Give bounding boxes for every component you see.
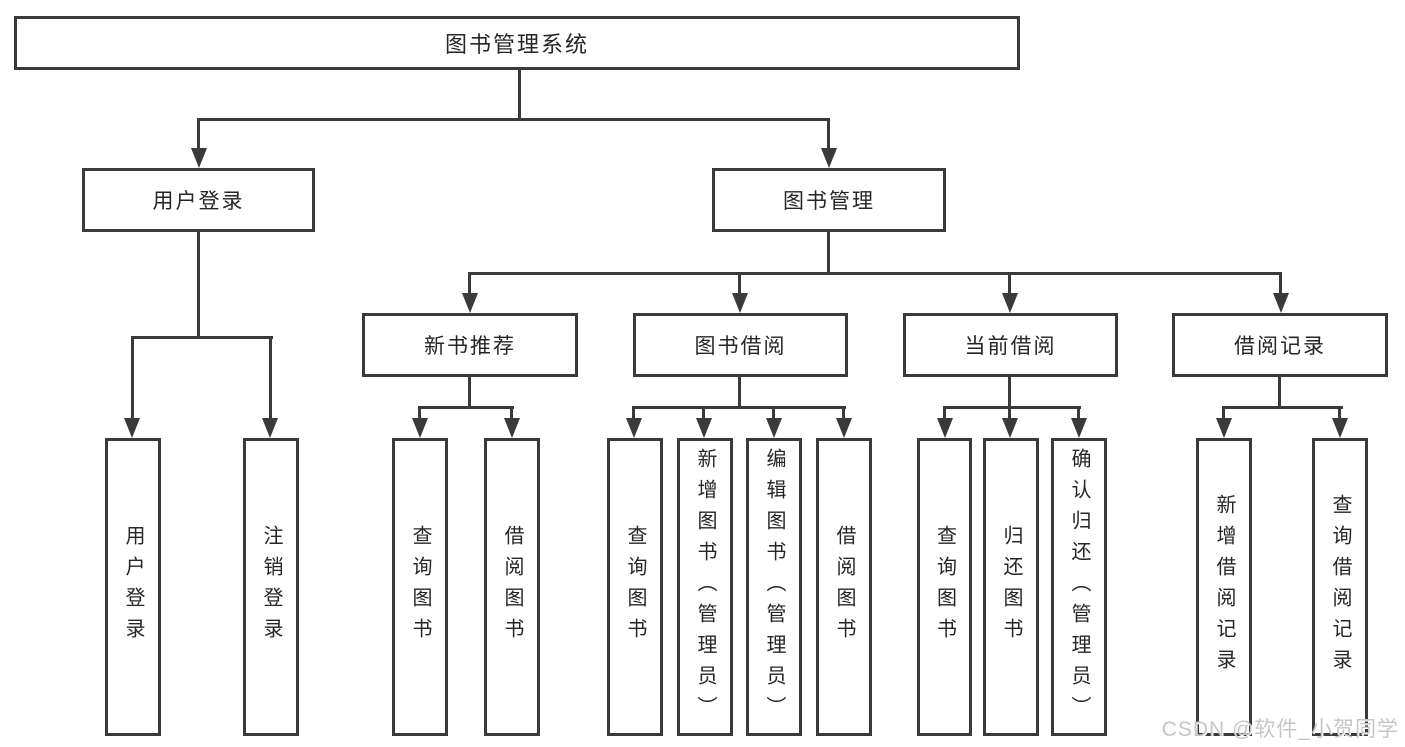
arrowhead-borrow-records <box>1273 293 1289 313</box>
connector-bb-stub-4 <box>842 406 845 422</box>
arrowhead-nb-query <box>412 418 428 438</box>
leaf-br-query-record-label: 查询借阅记录 <box>1329 494 1351 680</box>
arrowhead-nb-borrow <box>504 418 520 438</box>
node-current-borrow-label: 当前借阅 <box>964 335 1057 358</box>
connector-login-branch <box>131 336 273 339</box>
connector-root-branch <box>197 118 830 121</box>
leaf-cb-confirm-return-admin-label: 确认归还（管理员） <box>1068 447 1090 727</box>
connector-nb-branch <box>418 406 514 409</box>
arrowhead-bb-edit <box>766 418 782 438</box>
leaf-br-add-record: 新增借阅记录 <box>1196 438 1252 736</box>
connector-nb-stem <box>468 377 471 409</box>
arrowhead-book-management <box>821 148 837 168</box>
node-borrow-records-label: 借阅记录 <box>1234 335 1326 358</box>
leaf-cb-return-books: 归还图书 <box>983 438 1039 736</box>
arrowhead-bb-add <box>696 418 712 438</box>
leaf-logout-login-label: 注销登录 <box>260 525 282 649</box>
connector-root-stem <box>518 70 521 120</box>
leaf-cb-query-books: 查询图书 <box>917 438 972 736</box>
connector-login-stem <box>197 232 200 339</box>
leaf-bb-edit-books-admin: 编辑图书（管理员） <box>746 438 802 736</box>
arrowhead-bb-borrow <box>836 418 852 438</box>
arrowhead-current-borrow <box>1002 293 1018 313</box>
leaf-cb-confirm-return-admin: 确认归还（管理员） <box>1051 438 1107 736</box>
node-root-label: 图书管理系统 <box>444 32 589 57</box>
arrowhead-cb-return <box>1002 418 1018 438</box>
node-root-library-system: 图书管理系统 <box>14 16 1020 70</box>
leaf-cb-query-books-label: 查询图书 <box>933 525 956 649</box>
node-book-borrow-label: 图书借阅 <box>694 335 787 358</box>
connector-root-stub-left <box>197 118 200 152</box>
connector-login-stub-1 <box>131 336 134 422</box>
connector-login-stub-2 <box>269 336 272 422</box>
node-new-book-recommend-label: 新书推荐 <box>424 335 516 358</box>
leaf-user-login: 用户登录 <box>105 438 161 736</box>
arrowhead-leaf-logout <box>262 418 278 438</box>
connector-cb-branch <box>943 406 1081 409</box>
node-current-borrow: 当前借阅 <box>903 313 1118 377</box>
leaf-bb-borrow-books-label: 借阅图书 <box>833 525 855 649</box>
connector-bb-stub-3 <box>772 406 775 422</box>
connector-bb-branch <box>632 406 846 409</box>
connector-bb-stub-2 <box>702 406 705 422</box>
connector-mgmt-stem <box>827 232 830 275</box>
connector-nb-stub-2 <box>510 406 513 422</box>
connector-br-branch <box>1222 406 1343 409</box>
arrowhead-bb-query <box>626 418 642 438</box>
leaf-br-add-record-label: 新增借阅记录 <box>1213 494 1235 680</box>
connector-cb-stub-2 <box>1008 406 1011 422</box>
arrowhead-book-borrow <box>732 293 748 313</box>
leaf-nb-borrow-books: 借阅图书 <box>484 438 540 736</box>
leaf-nb-borrow-books-label: 借阅图书 <box>501 525 523 649</box>
connector-mgmt-stub-4 <box>1279 272 1282 297</box>
connector-mgmt-stub-2 <box>738 272 741 297</box>
connector-br-stub-2 <box>1338 406 1341 422</box>
leaf-nb-query-books-label: 查询图书 <box>409 525 431 649</box>
leaf-logout-login: 注销登录 <box>243 438 299 736</box>
arrowhead-br-query <box>1332 418 1348 438</box>
connector-mgmt-stub-3 <box>1008 272 1011 297</box>
arrowhead-leaf-user-login <box>124 418 140 438</box>
leaf-br-query-record: 查询借阅记录 <box>1312 438 1368 736</box>
node-user-login: 用户登录 <box>82 168 315 232</box>
connector-mgmt-stub-1 <box>468 272 471 297</box>
arrowhead-cb-query <box>937 418 953 438</box>
connector-root-stub-right <box>827 118 830 152</box>
csdn-watermark: CSDN @软件_小贺同学 <box>1161 718 1399 741</box>
connector-br-stub-1 <box>1222 406 1225 422</box>
leaf-bb-add-books-admin-label: 新增图书（管理员） <box>694 447 716 727</box>
connector-cb-stub-3 <box>1077 406 1080 422</box>
leaf-nb-query-books: 查询图书 <box>392 438 448 736</box>
arrowhead-user-login <box>191 148 207 168</box>
node-book-borrow: 图书借阅 <box>633 313 848 377</box>
leaf-bb-borrow-books: 借阅图书 <box>816 438 872 736</box>
leaf-bb-edit-books-admin-label: 编辑图书（管理员） <box>763 447 785 727</box>
leaf-bb-add-books-admin: 新增图书（管理员） <box>677 438 733 736</box>
connector-nb-stub-1 <box>418 406 421 422</box>
node-user-login-label: 用户登录 <box>152 190 245 213</box>
connector-cb-stub-1 <box>943 406 946 422</box>
node-new-book-recommend: 新书推荐 <box>362 313 578 377</box>
arrowhead-br-add <box>1216 418 1232 438</box>
connector-bb-stub-1 <box>632 406 635 422</box>
connector-br-stem <box>1278 377 1281 409</box>
connector-mgmt-branch <box>468 272 1282 275</box>
connector-cb-stem <box>1008 377 1011 409</box>
leaf-bb-query-books: 查询图书 <box>607 438 663 736</box>
arrowhead-cb-confirm <box>1071 418 1087 438</box>
node-borrow-records: 借阅记录 <box>1172 313 1388 377</box>
leaf-bb-query-books-label: 查询图书 <box>624 525 646 649</box>
node-book-management-label: 图书管理 <box>783 190 875 213</box>
arrowhead-new-book-recommend <box>462 293 478 313</box>
connector-bb-stem <box>738 377 741 409</box>
leaf-user-login-label: 用户登录 <box>122 525 144 649</box>
node-book-management: 图书管理 <box>712 168 946 232</box>
leaf-cb-return-books-label: 归还图书 <box>1000 525 1022 649</box>
